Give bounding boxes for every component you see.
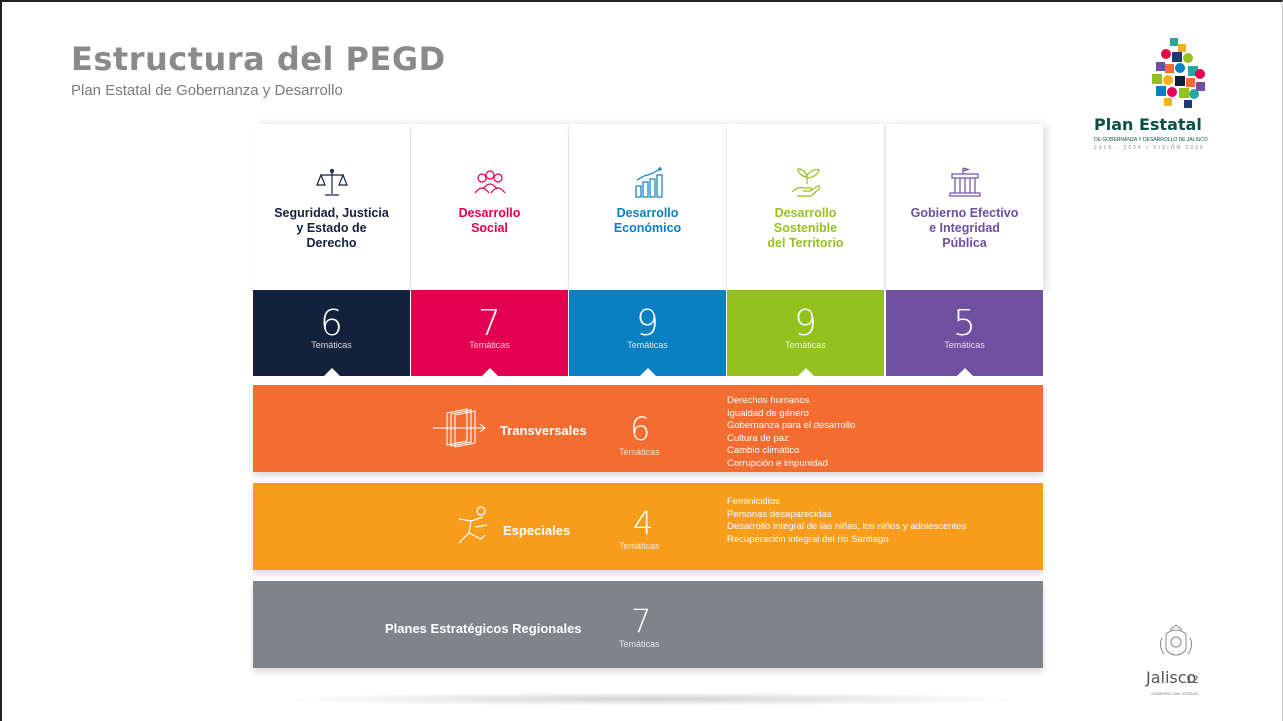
pillar-gobierno: Gobierno Efectivo e Integridad Pública — [886, 124, 1043, 290]
band-count: 7 — [631, 602, 652, 640]
government-building-icon — [948, 167, 981, 197]
count-unit: Temáticas — [311, 340, 352, 350]
mosaic-logo-icon — [1152, 38, 1205, 108]
plant-hand-icon — [791, 168, 820, 197]
count-unit: Temáticas — [469, 340, 510, 350]
notch-marker — [639, 368, 657, 377]
page-number: 12 — [1186, 674, 1199, 686]
list-item: Igualdad de género — [727, 407, 809, 419]
list-item: Derechos humanos — [727, 395, 810, 406]
list-item: Feminicidios — [727, 496, 780, 507]
band-count: 4 — [633, 504, 654, 542]
band-count: 6 — [630, 410, 651, 448]
pillar-label: Gobierno Efectivo e Integridad Pública — [910, 206, 1019, 250]
count-unit: Temáticas — [944, 340, 985, 350]
pillar-social: Desarrollo Social — [411, 124, 568, 290]
page-title: Estructura del PEGD — [71, 40, 446, 78]
count-value: 9 — [636, 303, 659, 344]
band-label: Especiales — [503, 523, 571, 538]
band-items: Feminicidios Personas desaparecidas Desa… — [727, 496, 966, 546]
list-item: Recuperación integral del río Santiago — [727, 533, 889, 545]
growth-chart-icon — [634, 167, 663, 198]
pillar-count-gobierno: 5 Temáticas — [886, 290, 1043, 376]
pillar-count-seguridad: 6 Temáticas — [253, 290, 410, 376]
band-unit: Temáticas — [619, 541, 660, 551]
pillar-label: Desarrollo Social — [458, 206, 521, 235]
coat-of-arms-icon — [1159, 624, 1193, 656]
pillar-economico: Desarrollo Económico — [569, 124, 726, 290]
count-value: 9 — [794, 303, 817, 344]
notch-marker — [797, 368, 815, 377]
pillar-label: Desarrollo Económico — [613, 206, 682, 235]
pillar-territorio: Desarrollo Sostenible del Territorio — [727, 124, 884, 290]
count-unit: Temáticas — [785, 340, 826, 350]
jalisco-wordmark: Jalisco — [1146, 668, 1197, 687]
count-unit: Temáticas — [627, 340, 668, 350]
list-item: Corrupción e impunidad — [727, 457, 828, 469]
logo-years: 2018 - 2024 • VISIÓN 2030 — [1094, 145, 1205, 151]
pillar-label: Desarrollo Sostenible del Territorio — [767, 206, 844, 250]
band-label: Planes Estratégicos Regionales — [385, 621, 582, 636]
notch-marker — [323, 368, 341, 377]
jalisco-logo: Jalisco GOBIERNO DEL ESTADO 12 — [1142, 622, 1222, 697]
band-label: Transversales — [500, 423, 587, 438]
logo-title: Plan Estatal — [1094, 115, 1202, 134]
scales-icon — [315, 168, 348, 196]
count-value: 7 — [478, 303, 501, 344]
pillar-label: Seguridad, Justicia y Estado de Derecho — [274, 206, 389, 250]
band-regionales: Planes Estratégicos Regionales 7 Temátic… — [253, 581, 1043, 668]
list-item: Gobernanza para el desarrollo — [727, 420, 856, 431]
jalisco-subtitle: GOBIERNO DEL ESTADO — [1151, 691, 1199, 696]
arrows-through-layers-icon — [433, 408, 486, 448]
band-transversales: Transversales 6 Temáticas Derechos human… — [253, 385, 1043, 472]
band-unit: Temáticas — [619, 639, 660, 649]
pillar-count-social: 7 Temáticas — [411, 290, 568, 376]
page-subtitle: Plan Estatal de Gobernanza y Desarrollo — [71, 82, 343, 99]
logo-tagline: DE GOBERNANZA Y DESARROLLO DE JALISCO — [1094, 137, 1208, 143]
person-running-icon — [458, 506, 488, 544]
list-item: Cultura de paz — [727, 432, 789, 444]
notch-marker — [956, 368, 974, 377]
pillar-seguridad: Seguridad, Justicia y Estado de Derecho — [253, 124, 410, 290]
band-items: Derechos humanos Igualdad de género Gobe… — [727, 395, 855, 470]
people-icon — [474, 170, 505, 194]
list-item: Personas desaparecidas — [727, 508, 832, 520]
band-unit: Temáticas — [619, 447, 660, 457]
pillar-count-territorio: 9 Temáticas — [727, 290, 884, 376]
list-item: Cambio climático — [727, 445, 800, 456]
count-value: 6 — [320, 303, 343, 344]
floor-shadow — [272, 692, 1032, 706]
count-value: 5 — [953, 303, 976, 344]
band-especiales: Especiales 4 Temáticas Feminicidios Pers… — [253, 483, 1043, 570]
notch-marker — [481, 368, 499, 377]
list-item: Desarrollo integral de las niñas, los ni… — [727, 521, 967, 532]
pillar-count-economico: 9 Temáticas — [569, 290, 726, 376]
